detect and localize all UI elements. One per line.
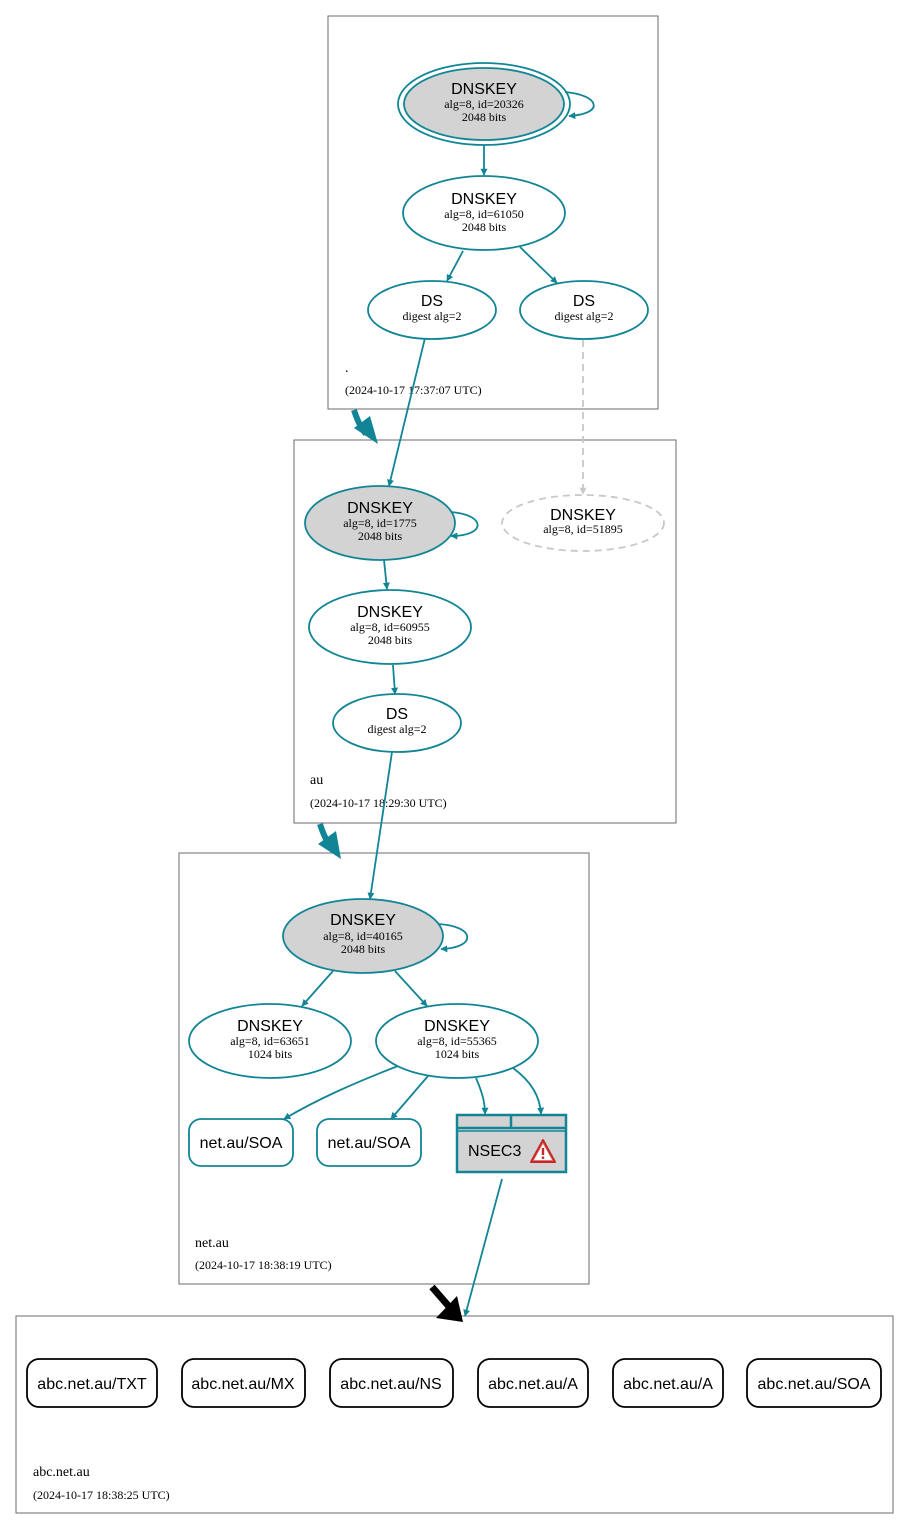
record-abc-txt-label: abc.net.au/TXT [37, 1376, 147, 1393]
node-net-zsk-2-alg: alg=8, id=55365 [417, 1034, 497, 1048]
delegation-arrow-root-au [351, 409, 378, 444]
node-net-ksk-alg: alg=8, id=40165 [323, 929, 403, 943]
node-root-ds-2-digest: digest alg=2 [554, 309, 613, 323]
node-net-zsk-2[interactable]: DNSKEY alg=8, id=55365 1024 bits [375, 1003, 539, 1079]
record-abc-txt[interactable]: abc.net.au/TXT [26, 1358, 158, 1408]
node-net-zsk-2-bits: 1024 bits [435, 1047, 480, 1061]
record-abc-mx-label: abc.net.au/MX [191, 1376, 295, 1393]
edge-net-zsk2-soa2 [390, 1075, 429, 1120]
node-au-ds[interactable]: DS digest alg=2 [332, 693, 462, 753]
record-abc-ns-label: abc.net.au/NS [340, 1376, 441, 1393]
record-abc-soa-label: abc.net.au/SOA [758, 1376, 871, 1393]
node-net-soa-1-label: net.au/SOA [200, 1135, 283, 1152]
node-root-ds-1[interactable]: DS digest alg=2 [367, 280, 497, 340]
node-net-zsk-1-title: DNSKEY [237, 1018, 303, 1035]
node-net-soa-2[interactable]: net.au/SOA [316, 1118, 422, 1167]
node-au-ds-digest: digest alg=2 [367, 722, 426, 736]
record-abc-a-2[interactable]: abc.net.au/A [612, 1358, 724, 1408]
node-au-missing-dnskey[interactable]: DNSKEY alg=8, id=51895 [501, 494, 665, 552]
zone-net-au-timestamp: (2024-10-17 18:38:19 UTC) [195, 1258, 332, 1272]
node-net-soa-1[interactable]: net.au/SOA [188, 1118, 294, 1167]
edge-root-ksk-self [564, 91, 595, 120]
node-au-ksk-bits: 2048 bits [358, 529, 403, 543]
zone-root-box [327, 15, 659, 410]
record-abc-a-1-label: abc.net.au/A [488, 1376, 578, 1393]
node-root-ksk-title: DNSKEY [451, 81, 517, 98]
node-au-ksk[interactable]: DNSKEY alg=8, id=1775 2048 bits [304, 485, 456, 561]
edge-net-zsk2-nsec3-b [512, 1067, 545, 1115]
node-au-missing-title: DNSKEY [550, 507, 616, 524]
edge-au-zsk-ds [391, 664, 399, 695]
zone-abc-net-au: abc.net.au (2024-10-17 18:38:25 UTC) [15, 1315, 894, 1514]
node-root-zsk-alg: alg=8, id=61050 [444, 207, 524, 221]
edge-nsec3-abc [463, 1178, 503, 1317]
node-root-ds-1-title: DS [421, 293, 443, 310]
zone-net-au-box [178, 852, 590, 1285]
node-au-zsk[interactable]: DNSKEY alg=8, id=60955 2048 bits [308, 589, 472, 665]
zone-root-name: . [345, 361, 349, 376]
node-au-ds-title: DS [386, 706, 408, 723]
zone-abc-net-au-name: abc.net.au [33, 1465, 90, 1480]
delegation-arrow-au-netau [317, 823, 341, 859]
node-net-zsk-1[interactable]: DNSKEY alg=8, id=63651 1024 bits [188, 1003, 352, 1079]
edge-root-ds1-au-ksk [387, 337, 426, 487]
node-au-missing-alg: alg=8, id=51895 [543, 522, 623, 536]
node-root-ds-2-title: DS [573, 293, 595, 310]
record-abc-a-2-label: abc.net.au/A [623, 1376, 713, 1393]
edge-net-ksk-zsk2 [394, 970, 428, 1007]
node-nsec3[interactable]: NSEC3 [455, 1113, 568, 1174]
edge-net-zsk2-soa1 [283, 1065, 399, 1120]
node-root-zsk[interactable]: DNSKEY alg=8, id=61050 2048 bits [402, 175, 566, 251]
node-au-zsk-title: DNSKEY [357, 604, 423, 621]
node-net-zsk-1-bits: 1024 bits [248, 1047, 293, 1061]
node-au-ksk-alg: alg=8, id=1775 [343, 516, 417, 530]
edge-au-ds-net-ksk [367, 751, 393, 900]
edges [283, 91, 595, 1317]
node-root-zsk-title: DNSKEY [451, 191, 517, 208]
zone-abc-net-au-box [15, 1315, 894, 1514]
record-abc-ns[interactable]: abc.net.au/NS [329, 1358, 454, 1408]
node-net-ksk[interactable]: DNSKEY alg=8, id=40165 2048 bits [282, 898, 444, 974]
edge-net-zsk2-nsec3-a [475, 1077, 489, 1115]
node-au-zsk-bits: 2048 bits [368, 633, 413, 647]
delegation-arrow-netau-abc [429, 1284, 463, 1322]
node-root-ds-2[interactable]: DS digest alg=2 [519, 280, 649, 340]
edge-net-ksk-self [437, 923, 469, 953]
edge-root-zsk-ds2 [519, 246, 558, 284]
zone-au: au (2024-10-17 18:29:30 UTC) [293, 439, 677, 824]
node-root-ds-1-digest: digest alg=2 [402, 309, 461, 323]
node-net-soa-2-label: net.au/SOA [328, 1135, 411, 1152]
edge-au-ksk-self [450, 511, 479, 540]
edge-au-ksk-zsk [382, 559, 390, 590]
node-root-ksk-alg: alg=8, id=20326 [444, 97, 524, 111]
record-abc-mx[interactable]: abc.net.au/MX [181, 1358, 306, 1408]
node-au-ksk-title: DNSKEY [347, 500, 413, 517]
zone-au-box [293, 439, 677, 824]
node-nsec3-label: NSEC3 [468, 1143, 521, 1160]
warning-icon [530, 1139, 556, 1163]
edge-root-zsk-ds1 [446, 250, 464, 282]
zone-abc-net-au-timestamp: (2024-10-17 18:38:25 UTC) [33, 1488, 170, 1502]
node-root-zsk-bits: 2048 bits [462, 220, 507, 234]
edge-net-ksk-zsk1 [301, 970, 334, 1007]
zone-au-name: au [310, 773, 323, 788]
node-root-ksk[interactable]: DNSKEY alg=8, id=20326 2048 bits [397, 62, 571, 146]
node-net-zsk-2-title: DNSKEY [424, 1018, 490, 1035]
node-net-ksk-bits: 2048 bits [341, 942, 386, 956]
zone-au-timestamp: (2024-10-17 18:29:30 UTC) [310, 796, 447, 810]
node-au-zsk-alg: alg=8, id=60955 [350, 620, 430, 634]
node-root-ksk-bits: 2048 bits [462, 110, 507, 124]
zone-net-au: net.au (2024-10-17 18:38:19 UTC) [178, 852, 590, 1285]
zone-root-timestamp: (2024-10-17 17:37:07 UTC) [345, 383, 482, 397]
zone-root: . (2024-10-17 17:37:07 UTC) [327, 15, 659, 410]
node-net-zsk-1-alg: alg=8, id=63651 [230, 1034, 310, 1048]
node-net-ksk-title: DNSKEY [330, 912, 396, 929]
record-abc-a-1[interactable]: abc.net.au/A [477, 1358, 589, 1408]
record-abc-soa[interactable]: abc.net.au/SOA [746, 1358, 882, 1408]
zone-net-au-name: net.au [195, 1236, 229, 1251]
